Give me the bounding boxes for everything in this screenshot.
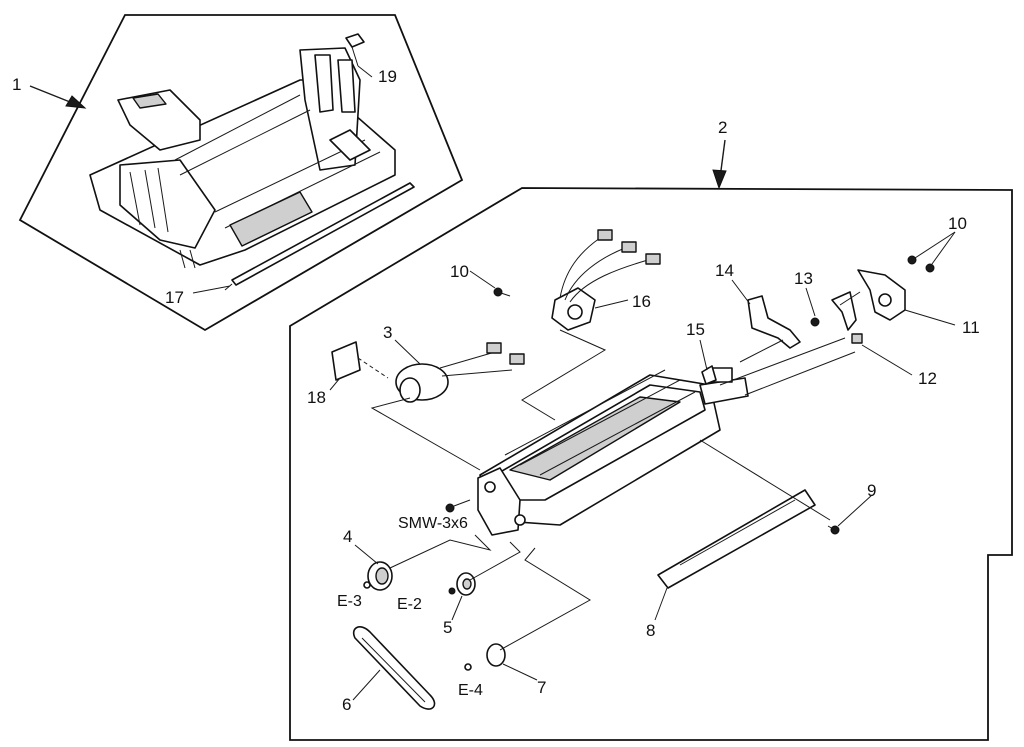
screw-19 [345, 33, 365, 67]
callout-13: 13 [794, 269, 813, 288]
callout-15: 15 [686, 320, 705, 339]
callout-10-right: 10 [948, 214, 967, 233]
assembly-pointers [29, 85, 727, 190]
callout-10-left: 10 [450, 262, 469, 281]
screw-10-left [493, 287, 511, 297]
rod-17 [224, 182, 415, 291]
clip-15 [701, 365, 717, 385]
callout-12: 12 [918, 369, 937, 388]
frame-assembly-1 [18, 14, 464, 332]
callout-5: 5 [443, 618, 452, 637]
gear-4 [367, 561, 393, 591]
callout-e2: E-2 [397, 596, 422, 613]
shaft [719, 337, 856, 396]
callout-9: 9 [867, 481, 876, 500]
lever-11 [831, 255, 935, 344]
callout-6: 6 [342, 695, 351, 714]
callout-smw: SMW-3x6 [398, 515, 468, 532]
pulley-5 [448, 572, 476, 596]
screw-smw [445, 499, 471, 513]
main-frame-body [477, 367, 749, 536]
e-ring-3 [363, 581, 371, 589]
callout-e4: E-4 [458, 682, 483, 699]
motor-3 [395, 342, 525, 403]
callout-8: 8 [646, 621, 655, 640]
callout-e3: E-3 [337, 593, 362, 610]
callout-18: 18 [307, 388, 326, 407]
callout-17: 17 [165, 288, 184, 307]
bracket-14 [747, 295, 801, 349]
screw-9 [827, 525, 840, 535]
plate-18 [331, 341, 389, 381]
callout-1: 1 [12, 75, 21, 94]
callout-11: 11 [962, 318, 980, 337]
callout-16: 16 [632, 292, 651, 311]
callout-19: 19 [378, 67, 397, 86]
callout-labels: 1 2 19 17 10 16 14 13 10 11 12 15 3 18 9… [12, 67, 980, 714]
pulley-7 [464, 643, 506, 671]
callout-14: 14 [715, 261, 734, 280]
carriage-tray [89, 47, 396, 269]
reference-lines [370, 291, 861, 651]
plate-8 [657, 489, 816, 589]
screw-13 [810, 317, 820, 327]
frame-assembly-2 [289, 187, 1013, 741]
callout-7: 7 [537, 678, 546, 697]
callout-2: 2 [718, 118, 727, 137]
callout-3: 3 [383, 323, 392, 342]
callout-4: 4 [343, 527, 352, 546]
belt-6 [352, 626, 436, 710]
sensor-16 [551, 229, 661, 331]
leader-lines [192, 65, 956, 701]
